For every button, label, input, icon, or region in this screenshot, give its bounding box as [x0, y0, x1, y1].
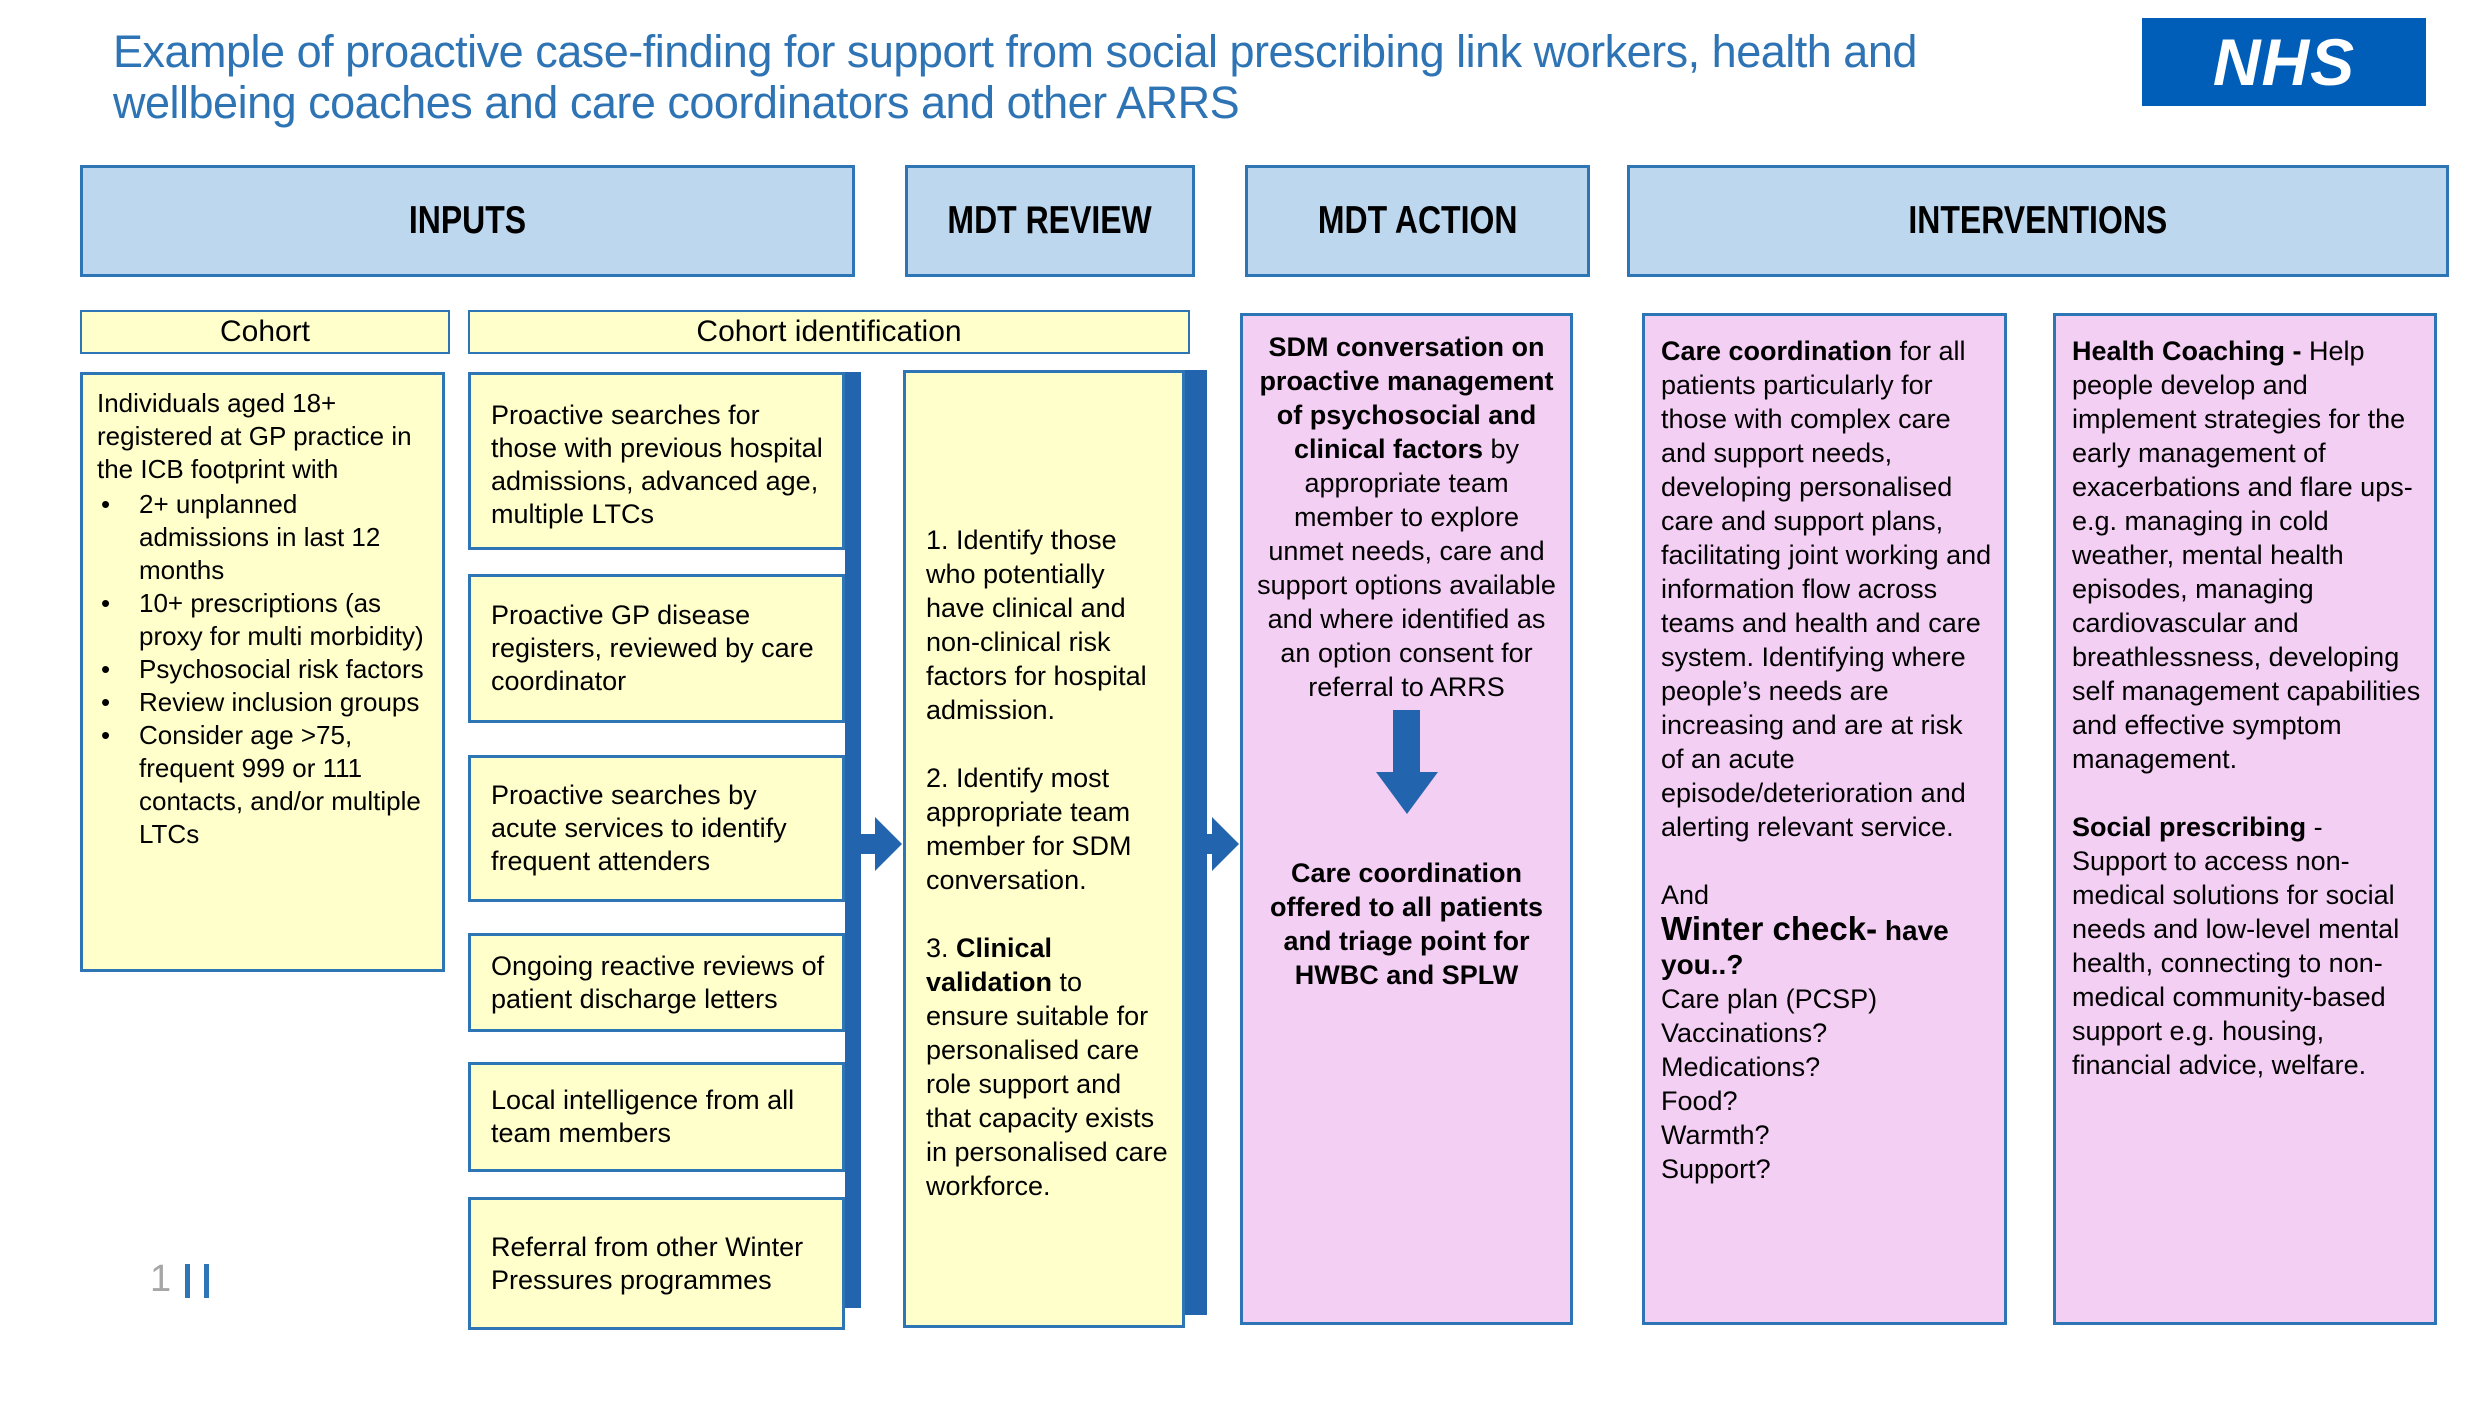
mdt-action-box: SDM conversation on proactive management… [1240, 313, 1573, 1325]
checklist-item: Care plan (PCSP) [1661, 984, 1878, 1014]
winter-checklist: Care plan (PCSP) Vaccinations? Medicatio… [1661, 982, 1992, 1186]
cohort-id-box-6: Referral from other Winter Pressures pro… [468, 1197, 845, 1330]
bullet-marker: • [101, 489, 111, 519]
cohort-header: Cohort [80, 310, 450, 354]
cohort-id-box-5: Local intelligence from all team members [468, 1062, 845, 1172]
checklist-item: Warmth? [1661, 1120, 1770, 1150]
bullet-text: Psychosocial risk factors [139, 654, 424, 684]
mdt-review-box: 1. Identify those who potentially have c… [903, 370, 1185, 1328]
right-arrow-icon [875, 817, 902, 871]
bullet-text: Review inclusion groups [139, 687, 420, 717]
column-header-mdt-action-label: MDT ACTION [1317, 199, 1518, 242]
cohort-identification-header: Cohort identification [468, 310, 1190, 354]
column-header-inputs-label: INPUTS [408, 199, 527, 242]
bullet-item: • Review inclusion groups [97, 686, 430, 719]
cohort-id-box-1: Proactive searches for those with previo… [468, 372, 845, 550]
bullet-item: • 10+ prescriptions (as proxy for multi … [97, 587, 430, 653]
right-arrow-icon [1212, 817, 1239, 871]
checklist-item: Support? [1661, 1154, 1771, 1184]
care-coordination-paragraph: Care coordination for all patients parti… [1661, 336, 1992, 842]
cohort-bullet-list: • 2+ unplanned admissions in last 12 mon… [97, 488, 430, 851]
bullet-item: • 2+ unplanned admissions in last 12 mon… [97, 488, 430, 587]
column-header-mdt-action: MDT ACTION [1245, 165, 1590, 277]
checklist-item: Food? [1661, 1086, 1738, 1116]
bullet-text: Consider age >75, frequent 999 or 111 co… [139, 720, 421, 849]
checklist-item: Medications? [1661, 1052, 1821, 1082]
mdt-review-item-3: 3. Clinical validation to ensure suitabl… [926, 933, 1168, 1201]
sdm-paragraph: SDM conversation on proactive management… [1257, 332, 1556, 702]
mdt-review-item-2: 2. Identify most appropriate team member… [926, 763, 1132, 895]
bullet-text: 10+ prescriptions (as proxy for multi mo… [139, 588, 424, 651]
column-header-inputs: INPUTS [80, 165, 855, 277]
page-title: Example of proactive case-finding for su… [113, 26, 1917, 128]
right-arrow-shaft [1185, 834, 1213, 854]
bullet-item: • Consider age >75, frequent 999 or 111 … [97, 719, 430, 851]
column-header-mdt-review: MDT REVIEW [905, 165, 1195, 277]
bullet-text: 2+ unplanned admissions in last 12 month… [139, 489, 381, 585]
bullet-marker: • [101, 588, 111, 618]
slide-footer: 1 [150, 1258, 210, 1301]
social-prescribing-paragraph: Social prescribing - Support to access n… [2072, 812, 2400, 1080]
bullet-item: • Psychosocial risk factors [97, 653, 430, 686]
cohort-id-box-2: Proactive GP disease registers, reviewed… [468, 574, 845, 723]
and-label: And [1661, 880, 1710, 910]
footer-divider [185, 1264, 191, 1298]
health-coaching-paragraph: Health Coaching - Help people develop an… [2072, 336, 2421, 774]
mdt-review-item-1: 1. Identify those who potentially have c… [926, 525, 1147, 725]
bullet-marker: • [101, 687, 111, 717]
cohort-criteria-box: Individuals aged 18+ registered at GP pr… [80, 372, 445, 972]
column-header-interventions-label: INTERVENTIONS [1908, 199, 2168, 242]
nhs-logo: NHS [2142, 18, 2426, 106]
cohort-id-box-4: Ongoing reactive reviews of patient disc… [468, 933, 845, 1032]
cohort-intro: Individuals aged 18+ registered at GP pr… [97, 388, 412, 484]
intervention-coaching-box: Health Coaching - Help people develop an… [2053, 313, 2437, 1325]
bullet-marker: • [101, 720, 111, 750]
column-header-mdt-review-label: MDT REVIEW [947, 199, 1153, 242]
winter-check-heading: Winter check- have you..? [1661, 910, 1949, 981]
intervention-care-coordination-box: Care coordination for all patients parti… [1642, 313, 2007, 1325]
checklist-item: Vaccinations? [1661, 1018, 1828, 1048]
care-coordination-offer-paragraph: Care coordination offered to all patient… [1269, 858, 1544, 990]
cohort-id-box-3: Proactive searches by acute services to … [468, 755, 845, 902]
footer-divider [204, 1264, 210, 1298]
bullet-marker: • [101, 654, 111, 684]
footer-page-number: 1 [150, 1258, 172, 1300]
right-arrow-shaft [845, 834, 876, 854]
column-header-interventions: INTERVENTIONS [1627, 165, 2449, 277]
nhs-logo-text: NHS [2212, 25, 2356, 99]
down-arrow-icon [1255, 710, 1558, 814]
